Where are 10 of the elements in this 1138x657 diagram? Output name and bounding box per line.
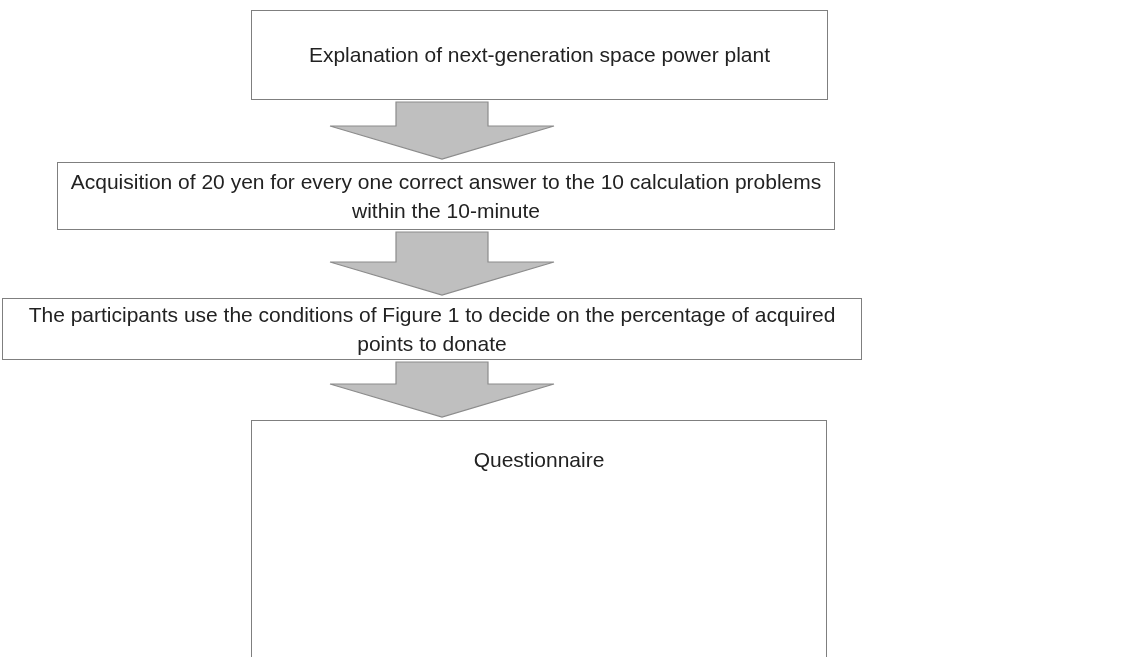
process-box [57,162,835,230]
block-arrow [329,231,555,296]
block-arrow [329,361,555,418]
block-arrow [329,101,555,160]
box-text: Explanation of next-generation space power plant [308,42,771,69]
box-text: Acquisition of 20 yen for every one correct answer to the 10 calculation problems within the 10-minute [69,168,823,224]
process-box [251,10,828,100]
process-box [251,420,827,657]
box-text: The participants use the conditions of Figure 1 to decide on the percentage of acquired points to donate [27,301,837,357]
box-text: Questionnaire [473,447,605,473]
